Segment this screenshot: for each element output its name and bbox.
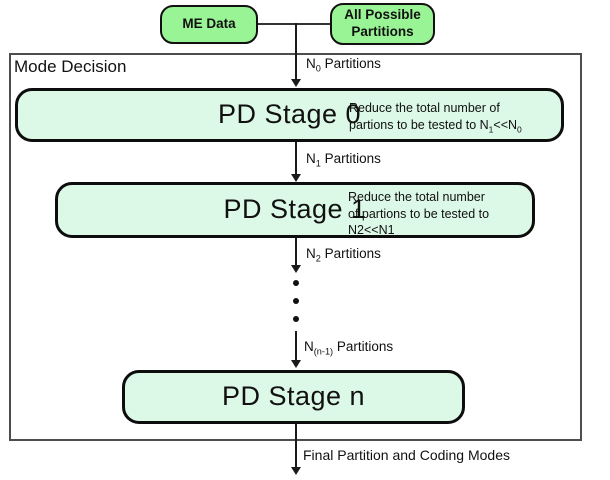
final-arrowhead xyxy=(291,467,301,475)
arrow-line-from-stage1 xyxy=(295,238,297,266)
ellipsis-dot-3 xyxy=(293,316,299,322)
me-data-label: ME Data xyxy=(182,16,236,32)
arrow-line-to-stagen xyxy=(295,331,297,361)
arrow-line-to-stage1 xyxy=(295,142,297,175)
arrowhead-to-stagen xyxy=(291,360,301,368)
arrow-label-n0-partitions: N0 Partitions xyxy=(306,56,381,74)
final-output-label: Final Partition and Coding Modes xyxy=(303,447,511,463)
pd-stage-1-title: PD Stage 1 xyxy=(223,193,367,224)
me-data-box: ME Data xyxy=(160,5,258,44)
arrow-label-n1-partitions: N1 Partitions xyxy=(306,151,381,169)
source-connector-line xyxy=(258,23,330,25)
mode-decision-title: Mode Decision xyxy=(14,57,127,76)
pd-stage-0-note: Reduce the total number of partions to b… xyxy=(349,101,522,134)
arrow-line-to-stage0 xyxy=(295,23,297,80)
pd-stage-n-title: PD Stage n xyxy=(221,380,366,411)
arrow-label-nn1-partitions: N(n-1) Partitions xyxy=(304,339,394,357)
pd-stage-1-box: PD Stage 1 Reduce the total number of pa… xyxy=(55,182,535,238)
arrowhead-to-stage0 xyxy=(291,79,301,87)
all-possible-partitions-label-line2: Partitions xyxy=(351,24,414,39)
pd-stage-0-title: PD Stage 0 xyxy=(217,98,362,129)
ellipsis-dot-1 xyxy=(293,280,299,286)
pd-stage-n-box: PD Stage n xyxy=(122,370,465,424)
all-possible-partitions-label-line1: All Possible xyxy=(344,7,421,23)
ellipsis-dot-2 xyxy=(293,298,299,304)
pd-stage-1-note: Reduce the total number of partions to b… xyxy=(348,190,490,237)
arrowhead-from-stage1 xyxy=(291,265,301,273)
pd-stage-0-box: PD Stage 0 Reduce the total number of pa… xyxy=(15,88,564,142)
all-possible-partitions-box: All Possible Partitions xyxy=(330,3,435,45)
final-arrow-line xyxy=(295,424,297,468)
arrow-label-n2-partitions: N2 Partitions xyxy=(306,246,381,264)
arrowhead-to-stage1 xyxy=(291,174,301,182)
